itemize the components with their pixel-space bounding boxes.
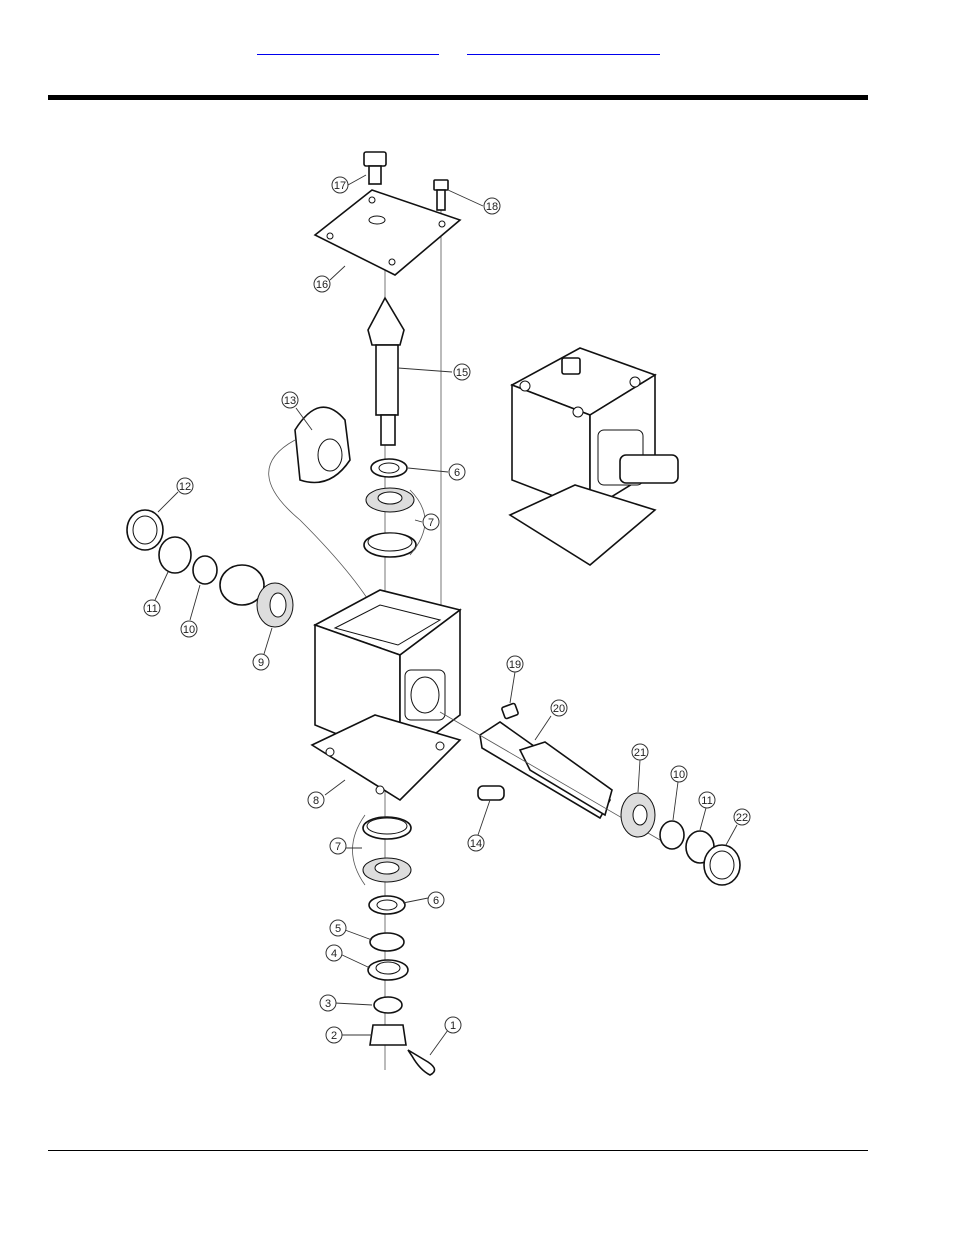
callout-10-right: 10 bbox=[671, 766, 687, 782]
callout-11-left: 11 bbox=[144, 600, 160, 616]
part-pin-14 bbox=[478, 786, 504, 800]
callout-14: 14 bbox=[468, 835, 484, 851]
svg-text:13: 13 bbox=[284, 395, 296, 407]
callout-9: 9 bbox=[253, 654, 269, 670]
callout-6-upper: 6 bbox=[449, 464, 465, 480]
part-plug-17 bbox=[364, 152, 386, 184]
callout-10-left: 10 bbox=[181, 621, 197, 637]
part-snap-ring-5 bbox=[370, 933, 404, 951]
callout-12: 12 bbox=[177, 478, 193, 494]
svg-text:5: 5 bbox=[335, 923, 341, 935]
callout-5: 5 bbox=[330, 920, 346, 936]
callout-19: 19 bbox=[507, 656, 523, 672]
part-washer-10-right bbox=[660, 821, 684, 849]
callout-20: 20 bbox=[551, 700, 567, 716]
callout-18: 18 bbox=[484, 198, 500, 214]
part-bearing-9 bbox=[257, 583, 293, 627]
part-castle-nut-2 bbox=[370, 1025, 406, 1045]
svg-text:9: 9 bbox=[258, 657, 264, 669]
callout-4: 4 bbox=[326, 945, 342, 961]
callout-22: 22 bbox=[734, 809, 750, 825]
callout-7-upper: 7 bbox=[423, 514, 439, 530]
svg-text:11: 11 bbox=[146, 603, 157, 615]
callout-6-lower: 6 bbox=[428, 892, 444, 908]
svg-text:6: 6 bbox=[454, 467, 460, 479]
svg-text:4: 4 bbox=[331, 948, 337, 960]
svg-text:18: 18 bbox=[486, 201, 498, 213]
svg-text:21: 21 bbox=[634, 747, 646, 759]
part-washer-10-left bbox=[193, 556, 217, 584]
svg-text:19: 19 bbox=[509, 659, 521, 671]
svg-text:15: 15 bbox=[456, 367, 468, 379]
svg-text:11: 11 bbox=[701, 795, 712, 807]
callout-16: 16 bbox=[314, 276, 330, 292]
part-gearbox-housing-8 bbox=[312, 590, 460, 800]
part-bearing-7-upper bbox=[364, 488, 416, 557]
part-snap-ring-11-left bbox=[159, 537, 191, 573]
callout-8: 8 bbox=[308, 792, 324, 808]
callout-11-right: 11 bbox=[699, 792, 715, 808]
svg-text:10: 10 bbox=[183, 624, 195, 636]
svg-text:7: 7 bbox=[428, 517, 434, 529]
part-bearing-7-lower bbox=[363, 817, 411, 882]
part-pinion-shaft-15 bbox=[368, 298, 404, 445]
svg-text:14: 14 bbox=[470, 838, 482, 850]
svg-text:10: 10 bbox=[673, 769, 685, 781]
svg-text:16: 16 bbox=[316, 279, 328, 291]
svg-text:12: 12 bbox=[179, 481, 191, 493]
svg-text:1: 1 bbox=[450, 1020, 456, 1032]
part-bolt-18 bbox=[434, 180, 448, 210]
callout-3: 3 bbox=[320, 995, 336, 1011]
part-washer-3 bbox=[374, 997, 402, 1013]
svg-text:17: 17 bbox=[334, 180, 346, 192]
svg-text:3: 3 bbox=[325, 998, 331, 1010]
callout-17: 17 bbox=[332, 177, 348, 193]
part-key-19 bbox=[501, 703, 518, 719]
callout-7-lower: 7 bbox=[330, 838, 346, 854]
part-output-shaft-20 bbox=[480, 722, 612, 818]
svg-text:7: 7 bbox=[335, 841, 341, 853]
callout-2: 2 bbox=[326, 1027, 342, 1043]
callout-21: 21 bbox=[632, 744, 648, 760]
callout-13: 13 bbox=[282, 392, 298, 408]
assembled-gearbox-view bbox=[510, 348, 678, 565]
footer-rule bbox=[48, 1150, 868, 1151]
svg-text:8: 8 bbox=[313, 795, 319, 807]
svg-text:20: 20 bbox=[553, 703, 565, 715]
callout-1: 1 bbox=[445, 1017, 461, 1033]
svg-text:6: 6 bbox=[433, 895, 439, 907]
svg-text:22: 22 bbox=[736, 812, 748, 824]
svg-text:2: 2 bbox=[331, 1030, 337, 1042]
callout-15: 15 bbox=[454, 364, 470, 380]
